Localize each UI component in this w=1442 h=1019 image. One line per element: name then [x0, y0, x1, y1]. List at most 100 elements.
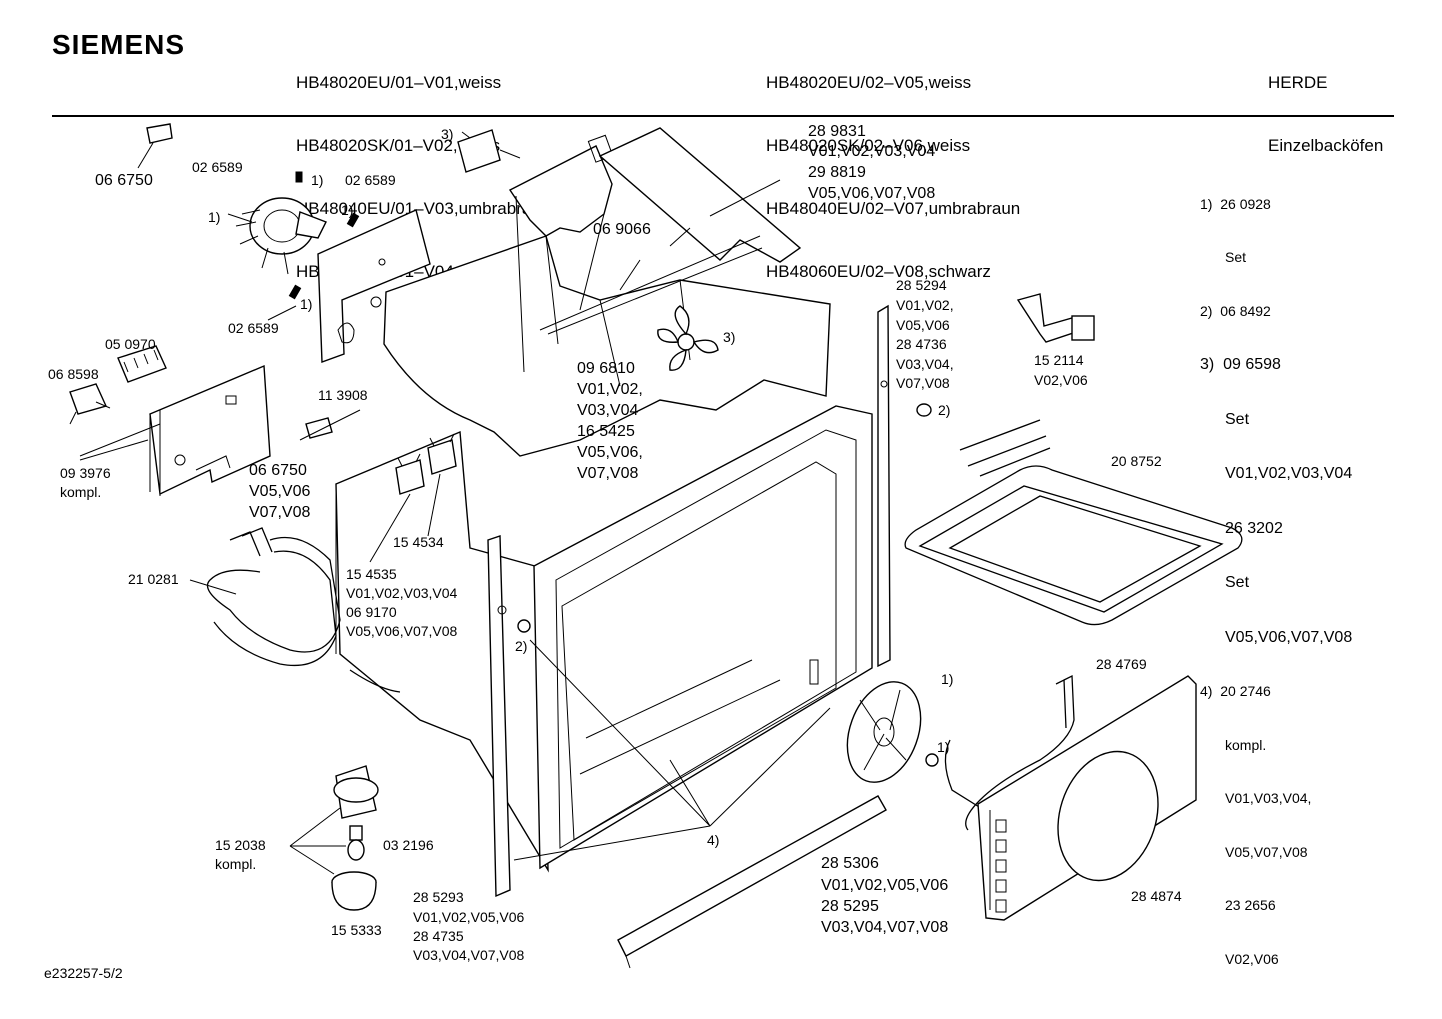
- ref-label: 1): [300, 296, 313, 312]
- model-line: HB48040EU/01–V03,umbrabraun: [296, 199, 551, 218]
- oven-front-frame-icon: [533, 405, 873, 870]
- lower-heating-element-icon: [206, 527, 401, 693]
- part-label: V01,V02,V03,V04: [346, 585, 458, 601]
- model-line: HB48060EU/02–V08,schwarz: [766, 262, 991, 281]
- ref-label: 3): [723, 329, 736, 345]
- terminal-icon: [295, 171, 303, 183]
- part-label: 03 2196: [383, 837, 434, 853]
- lever-icon: [69, 383, 111, 425]
- subcategory: Einzelbacköfen: [1268, 136, 1384, 155]
- part-label: V01,V02,V05,V06: [413, 909, 525, 925]
- nut-icon: [925, 753, 939, 767]
- bracket-plate-icon: [317, 209, 431, 363]
- ref-label: 4): [707, 832, 720, 848]
- part-label: V05,V06,V07,V08: [808, 185, 936, 202]
- ref-label: 1): [941, 671, 954, 687]
- terminal-icon: [288, 284, 302, 300]
- ref-label: 1): [937, 739, 950, 755]
- note-line: V05,V07,V08: [1225, 843, 1308, 860]
- part-label: 11 3908: [318, 387, 368, 403]
- part-label: kompl.: [215, 856, 257, 872]
- part-label: 16 5425: [577, 423, 635, 440]
- part-label: 28 4769: [1096, 656, 1147, 672]
- thermostat-icon: [395, 453, 425, 495]
- part-label: 15 2038: [215, 837, 266, 853]
- part-label: V02,V06: [1034, 372, 1088, 388]
- part-label: 09 3976: [60, 465, 111, 481]
- part-label: 15 4535: [346, 566, 397, 582]
- model-list-right: HB48020EU/02–V05,weiss HB48020SK/02–V06,…: [766, 30, 1020, 324]
- part-label: V01,V02,V03,V04: [808, 143, 936, 160]
- note-line: 4) 20 2746: [1200, 683, 1271, 700]
- note-line: Set: [1225, 410, 1250, 428]
- part-label: V01,V02,: [896, 297, 954, 313]
- part-label: 28 5293: [413, 889, 464, 905]
- part-label: 02 6589: [228, 320, 279, 336]
- part-label: V05,V06: [249, 483, 311, 500]
- brand-logo: SIEMENS: [52, 29, 186, 60]
- ref-label: 2): [515, 638, 528, 654]
- grill-element-icon: [904, 419, 1243, 626]
- part-label: 28 5295: [821, 898, 879, 915]
- note-line: Set: [1225, 574, 1250, 592]
- part-label: 28 4736: [896, 336, 947, 352]
- part-label: V07,V08: [577, 465, 639, 482]
- part-label: 28 4735: [413, 928, 464, 944]
- part-label: V03,V04: [577, 402, 639, 419]
- model-line: HB48020EU/02–V05,weiss: [766, 73, 972, 92]
- air-duct-icon: [383, 235, 831, 457]
- note-line: 1) 26 0928: [1200, 195, 1271, 212]
- ref-label: 3): [441, 126, 454, 142]
- lamp-socket-icon: [333, 765, 379, 819]
- part-label: V05,V06,V07,V08: [346, 623, 458, 639]
- note-line: Set: [1225, 249, 1247, 266]
- note-line: V05,V06,V07,V08: [1225, 628, 1353, 646]
- pin-icon: [916, 403, 932, 417]
- control-plate-icon: [149, 364, 271, 496]
- note-line: 3) 09 6598: [1200, 356, 1281, 374]
- part-label: 15 2114: [1034, 352, 1084, 368]
- part-label: 28 5306: [821, 855, 879, 872]
- note-line: V01,V02,V03,V04: [1225, 465, 1353, 483]
- part-label: V03,V04,V07,V08: [821, 919, 949, 936]
- part-label: V07,V08: [249, 504, 311, 521]
- part-label: 06 6750: [249, 462, 307, 479]
- cover-panel-icon: [539, 127, 802, 335]
- part-label: 02 6589: [192, 159, 243, 175]
- mounting-bracket-icon: [1016, 293, 1095, 343]
- part-label: 05 0970: [105, 336, 156, 352]
- part-label: V07,V08: [896, 375, 950, 391]
- motor-icon: [457, 129, 521, 173]
- side-rail-icon: [877, 304, 891, 668]
- note-line: 23 2656: [1225, 897, 1276, 914]
- model-line: HB48040EU/02–V07,umbrabraun: [766, 199, 1021, 218]
- part-label: 15 5333: [331, 922, 382, 938]
- side-rail-icon: [487, 535, 511, 898]
- duct-cowl-icon: [508, 134, 614, 373]
- ref-label: 1): [208, 209, 221, 225]
- note-line: 2) 06 8492: [1200, 302, 1271, 319]
- clip-part-icon: [137, 123, 173, 169]
- part-label: V03,V04,V07,V08: [413, 947, 525, 963]
- category-block: HERDE Einzelbacköfen: [1268, 30, 1383, 198]
- note-line: V01,V03,V04,: [1225, 790, 1312, 807]
- ring-heating-element-icon: [944, 674, 1075, 831]
- ref-label: 2): [938, 402, 951, 418]
- lamp-bulb-icon: [347, 825, 365, 861]
- bottom-trim-icon: [617, 795, 887, 969]
- notes-block: 1) 26 0928 Set 2) 06 8492 3) 09 6598 Set…: [1200, 160, 1352, 1004]
- part-label: 15 4534: [393, 534, 444, 550]
- ref-label: 1): [311, 172, 324, 188]
- part-label: 09 6810: [577, 360, 635, 377]
- note-line: 26 3202: [1225, 519, 1283, 537]
- lamp-cover-icon: [331, 871, 377, 911]
- fan-blade-icon: [657, 305, 719, 371]
- model-line: HB48020SK/02–V06,weiss: [766, 136, 971, 155]
- thermostat-icon: [427, 433, 457, 475]
- part-label: 20 8752: [1111, 453, 1162, 469]
- part-label: 06 9066: [593, 221, 651, 238]
- part-label: V01,V02,: [577, 381, 643, 398]
- rear-fan-icon: [846, 681, 922, 783]
